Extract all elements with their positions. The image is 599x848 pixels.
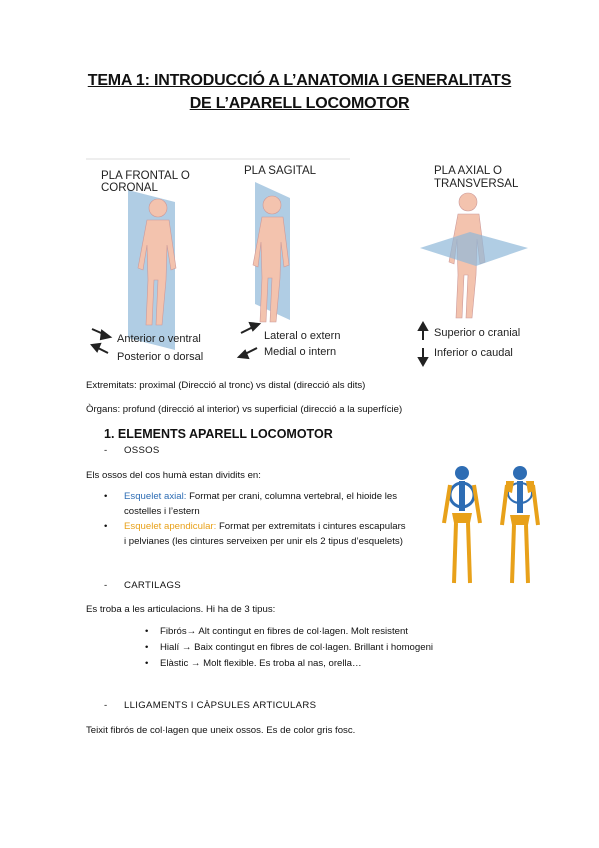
apend-label: Esquelet apendicular: [124, 521, 217, 532]
ossos-subheading: OSSOS [124, 445, 160, 456]
axial-plane-label-2: TRANSVERSAL [434, 178, 519, 190]
axial-skeleton-item: Esquelet axial: Format per crani, column… [124, 489, 424, 519]
page-title-line-1: TEMA 1: INTRODUCCIÓ A L’ANATOMIA I GENER… [87, 72, 512, 89]
hiali-item: Hialí → Baix contingut en fibres de col·… [160, 642, 434, 653]
frontal-plane-figure [128, 190, 177, 350]
axial-plane-label: PLA AXIAL O [434, 165, 502, 177]
posterior-label: Posterior o dorsal [117, 351, 204, 363]
skeleton-illustration [442, 466, 540, 584]
section-heading-1: 1. ELEMENTS APARELL LOCOMOTOR [104, 427, 333, 441]
planes-illustration [86, 158, 528, 368]
bullet-dot: • [145, 642, 149, 653]
anatomical-planes-figure: PLA FRONTAL O CORONAL PLA SAGITAL PLA AX… [0, 150, 599, 370]
axial-plane-figure [420, 192, 528, 319]
inferior-label: Inferior o caudal [434, 347, 513, 359]
cartilags-subheading: CARTILAGS [124, 580, 181, 591]
sagital-plane-figure [252, 182, 290, 323]
skeleton-front [442, 466, 482, 584]
frontal-plane-label-2: CORONAL [101, 182, 158, 194]
page-title-line-2: DE L’APARELL LOCOMOTOR [189, 95, 410, 112]
medial-label: Medial o intern [264, 346, 337, 358]
bullet-dot: • [145, 626, 149, 637]
bullet-dot: • [104, 521, 108, 532]
cartilags-intro: Es troba a les articulacions. Hi ha de 3… [86, 604, 276, 615]
sagital-plane-label: PLA SAGITAL [244, 165, 317, 177]
axial-label: Esquelet axial: [124, 491, 187, 502]
skeleton-back [500, 466, 540, 584]
anterior-label: Anterior o ventral [117, 333, 201, 345]
dash: - [104, 445, 108, 456]
frontal-plane-label: PLA FRONTAL O [101, 170, 190, 182]
appendicular-skeleton-item: Esquelet apendicular: Format per extremi… [124, 519, 434, 549]
lligaments-text: Teixit fibrós de col·lagen que uneix oss… [86, 725, 356, 736]
apend-text: Format per extremitats i cintures escapu… [216, 521, 406, 532]
bullet-dot: • [104, 491, 108, 502]
lateral-label: Lateral o extern [264, 330, 341, 342]
dash: - [104, 580, 108, 591]
organs-line: Òrgans: profund (direcció al interior) v… [86, 404, 403, 415]
fibros-item: Fibrós→ Alt contingut en fibres de col·l… [160, 626, 408, 637]
axial-text-2: costelles i l’estern [124, 506, 200, 517]
lligaments-subheading: LLIGAMENTS I CÀPSULES ARTICULARS [124, 700, 317, 711]
axial-text: Format per crani, columna vertebral, el … [186, 491, 398, 502]
superior-label: Superior o cranial [434, 327, 521, 339]
elastic-item: Elàstic → Molt flexible. Es troba al nas… [160, 658, 362, 669]
apend-text-2: i pelvianes (les cintures serveixen per … [124, 536, 403, 547]
ossos-intro: Els ossos del cos humà estan dividits en… [86, 470, 261, 481]
bullet-dot: • [145, 658, 149, 669]
dash: - [104, 700, 108, 711]
direction-arrows [90, 320, 429, 368]
extremitats-line: Extremitats: proximal (Direcció al tronc… [86, 380, 366, 391]
